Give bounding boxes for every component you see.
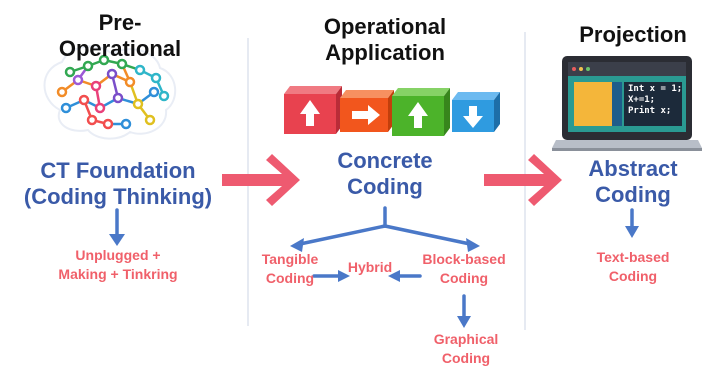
- ct-foundation-label: CT Foundation (Coding Thinking): [2, 158, 234, 210]
- operational-application-title: Operational Application: [285, 14, 485, 66]
- arrowhead-block-hybrid: [388, 270, 400, 282]
- green-block-arrow-up-icon: [392, 88, 450, 136]
- arrowhead-ct: [109, 234, 125, 246]
- graphical-line1: Graphical: [433, 331, 499, 347]
- pre-title-line1: Pre-: [98, 10, 142, 35]
- concrete-line1: Concrete: [337, 148, 433, 173]
- brain-network-icon: [43, 45, 176, 140]
- graphical-coding-label: Graphical Coding: [418, 330, 514, 368]
- big-arrow-right-1: [222, 154, 300, 206]
- connector-fork-right: [383, 224, 472, 246]
- app-title-line2: Application: [325, 40, 445, 65]
- abstract-coding-label: Abstract Coding: [560, 156, 706, 208]
- ct-foundation-line1: CT Foundation: [40, 158, 196, 183]
- coding-blocks-icon: [284, 86, 500, 136]
- arrowhead-abstract: [625, 226, 639, 238]
- pre-title-line2: Operational: [58, 36, 182, 61]
- block-line2: Coding: [439, 270, 489, 286]
- code-line-3: Print x;: [628, 106, 672, 116]
- text-based-line1: Text-based: [596, 249, 670, 265]
- arrowhead-fork-right: [466, 238, 480, 252]
- arrowhead-fork-left: [290, 238, 304, 252]
- unplugged-line2: Making + Tinkring: [58, 266, 178, 282]
- abstract-line2: Coding: [595, 182, 671, 207]
- red-block-arrow-up-icon: [284, 86, 342, 134]
- unplugged-label: Unplugged + Making + Tinkring: [30, 246, 206, 284]
- connector-fork-left: [298, 224, 387, 246]
- big-arrow-right-2: [484, 154, 562, 206]
- blue-block-arrow-down-icon: [452, 92, 500, 132]
- laptop-icon: [552, 56, 702, 151]
- code-line-1: Int x = 1;: [628, 84, 683, 94]
- projection-title: Projection: [579, 22, 687, 47]
- orange-block-arrow-right-icon: [340, 90, 394, 132]
- laptop-code: Int x = 1; X+=1; Print x;: [628, 84, 686, 117]
- abstract-line1: Abstract: [588, 156, 678, 181]
- app-title-line1: Operational: [323, 14, 447, 39]
- arrowhead-tangible-hybrid: [338, 270, 350, 282]
- block-line1: Block-based: [422, 251, 506, 267]
- tangible-line1: Tangible: [261, 251, 319, 267]
- arrowhead-graphical: [457, 316, 471, 328]
- block-based-coding-label: Block-based Coding: [408, 250, 520, 288]
- code-line-2: X+=1;: [628, 95, 656, 105]
- tangible-line2: Coding: [265, 270, 315, 286]
- graphical-line2: Coding: [441, 350, 491, 366]
- ct-foundation-line2: (Coding Thinking): [23, 184, 213, 209]
- hybrid-label: Hybrid: [347, 259, 393, 275]
- text-based-line2: Coding: [608, 268, 658, 284]
- text-based-coding-label: Text-based Coding: [574, 248, 692, 286]
- tangible-coding-label: Tangible Coding: [248, 250, 332, 288]
- concrete-coding-label: Concrete Coding: [305, 148, 465, 200]
- pre-operational-title: Pre- Operational: [20, 10, 220, 62]
- unplugged-line1: Unplugged +: [75, 247, 161, 263]
- concrete-line2: Coding: [347, 174, 423, 199]
